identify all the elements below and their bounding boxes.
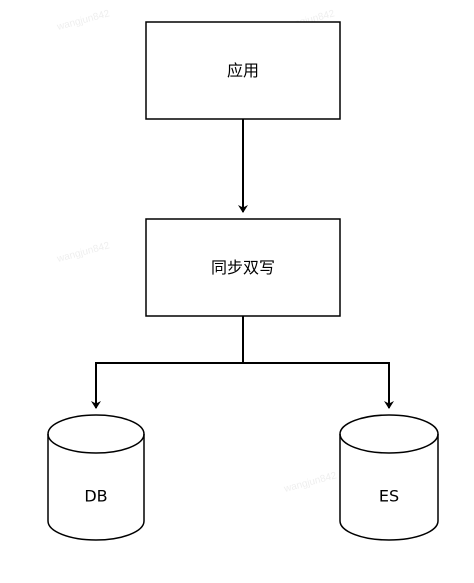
node-db-cylinder-rim: [47, 433, 145, 454]
edges: [91, 119, 394, 409]
node-app[interactable]: 应用: [145, 21, 341, 120]
node-sync-label: 同步双写: [211, 258, 275, 277]
node-sync[interactable]: 同步双写: [145, 218, 341, 317]
node-es[interactable]: ES: [339, 414, 439, 541]
watermark-text: wangjun842: [55, 8, 111, 33]
edge-sync-to-db: [91, 362, 243, 409]
node-db-cylinder-body: [47, 414, 145, 541]
node-sync-box: [145, 218, 341, 317]
watermark-text: wangjun842: [282, 470, 338, 495]
node-app-label: 应用: [227, 61, 259, 80]
node-db-label: DB: [84, 487, 107, 506]
node-db[interactable]: DB: [47, 414, 145, 541]
node-es-cylinder-rim: [339, 433, 439, 454]
watermark-text: wangjun842: [55, 240, 111, 265]
edge-sync-to-es: [243, 362, 394, 409]
node-es-cylinder-body: [339, 414, 439, 541]
node-es-label: ES: [379, 487, 399, 506]
node-app-box: [145, 21, 341, 120]
